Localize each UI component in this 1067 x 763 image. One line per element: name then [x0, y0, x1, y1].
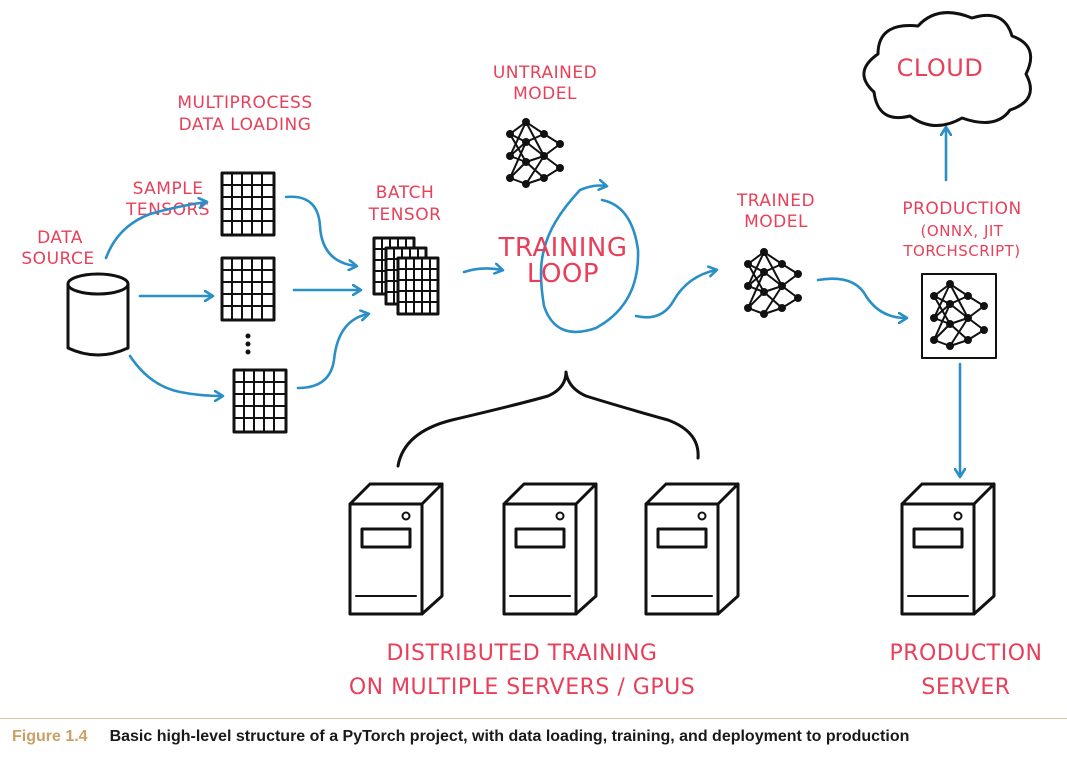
batch-tensor-stack-icon	[372, 236, 440, 316]
brace-icon	[396, 370, 700, 468]
caption-divider	[0, 718, 1067, 719]
flow-arrow	[462, 268, 502, 272]
untrained-model-label-1: UNTRAINED	[493, 63, 597, 83]
trained-model-label-1: TRAINED	[736, 191, 815, 211]
figure-number: Figure 1.4	[12, 728, 88, 745]
production-server-label-1: PRODUCTION	[890, 641, 1043, 666]
multiprocess-label-2: DATA LOADING	[179, 115, 312, 135]
flow-arrow	[128, 354, 222, 396]
multiprocess-label-1: MULTIPROCESS	[177, 93, 312, 113]
training-server-icon	[348, 482, 444, 616]
training-loop-label-2: LOOP	[527, 259, 599, 289]
cloud-icon	[862, 11, 1033, 127]
data-source-label-1: DATA	[37, 228, 83, 248]
training-server-icon	[644, 482, 740, 616]
figure-caption-text: Basic high-level structure of a PyTorch …	[109, 728, 910, 745]
figure-caption: Figure 1.4 Basic high-level structure of …	[12, 728, 1055, 754]
diagram-canvas: DATA SOURCE SAMPLE TENSORS MULTIPROCESS …	[21, 11, 1043, 700]
flow-arrow	[104, 202, 206, 260]
distributed-label-2: ON MULTIPLE SERVERS / GPUS	[349, 675, 695, 700]
production-label-3: TORCHSCRIPT)	[902, 242, 1020, 260]
production-server-label-2: SERVER	[921, 675, 1010, 700]
batch-tensor-label-2: TENSOR	[368, 205, 442, 225]
sample-tensor-grid-icon	[220, 171, 276, 237]
trained-model-label-2: MODEL	[744, 212, 808, 232]
production-model-box	[921, 273, 997, 359]
flow-arrow	[284, 195, 356, 266]
training-loop-circle-icon	[539, 186, 640, 334]
training-server-icon	[502, 482, 598, 616]
sample-tensor-grid-icon	[232, 368, 288, 434]
production-server-icon	[900, 482, 996, 616]
batch-tensor-label-1: BATCH	[376, 183, 435, 203]
data-source-label-2: SOURCE	[21, 249, 94, 269]
sample-tensor-grid-icon	[220, 256, 276, 322]
data-source-cylinder-icon	[66, 272, 130, 357]
untrained-model-network-icon	[505, 117, 565, 189]
distributed-label-1: DISTRIBUTED TRAINING	[387, 641, 658, 666]
production-label-2: (ONNX, JIT	[921, 222, 1004, 240]
trained-model-network-icon	[743, 247, 803, 319]
training-loop-label-1: TRAINING	[497, 233, 627, 263]
flow-arrow	[816, 277, 906, 318]
production-label-1: PRODUCTION	[902, 199, 1021, 219]
sample-tensors-label-1: SAMPLE	[133, 179, 204, 199]
flow-arrow	[634, 270, 716, 319]
ellipsis-dots-icon	[245, 333, 251, 355]
flow-arrow	[296, 314, 368, 390]
cloud-label: CLOUD	[897, 54, 984, 82]
untrained-model-label-2: MODEL	[513, 84, 577, 104]
